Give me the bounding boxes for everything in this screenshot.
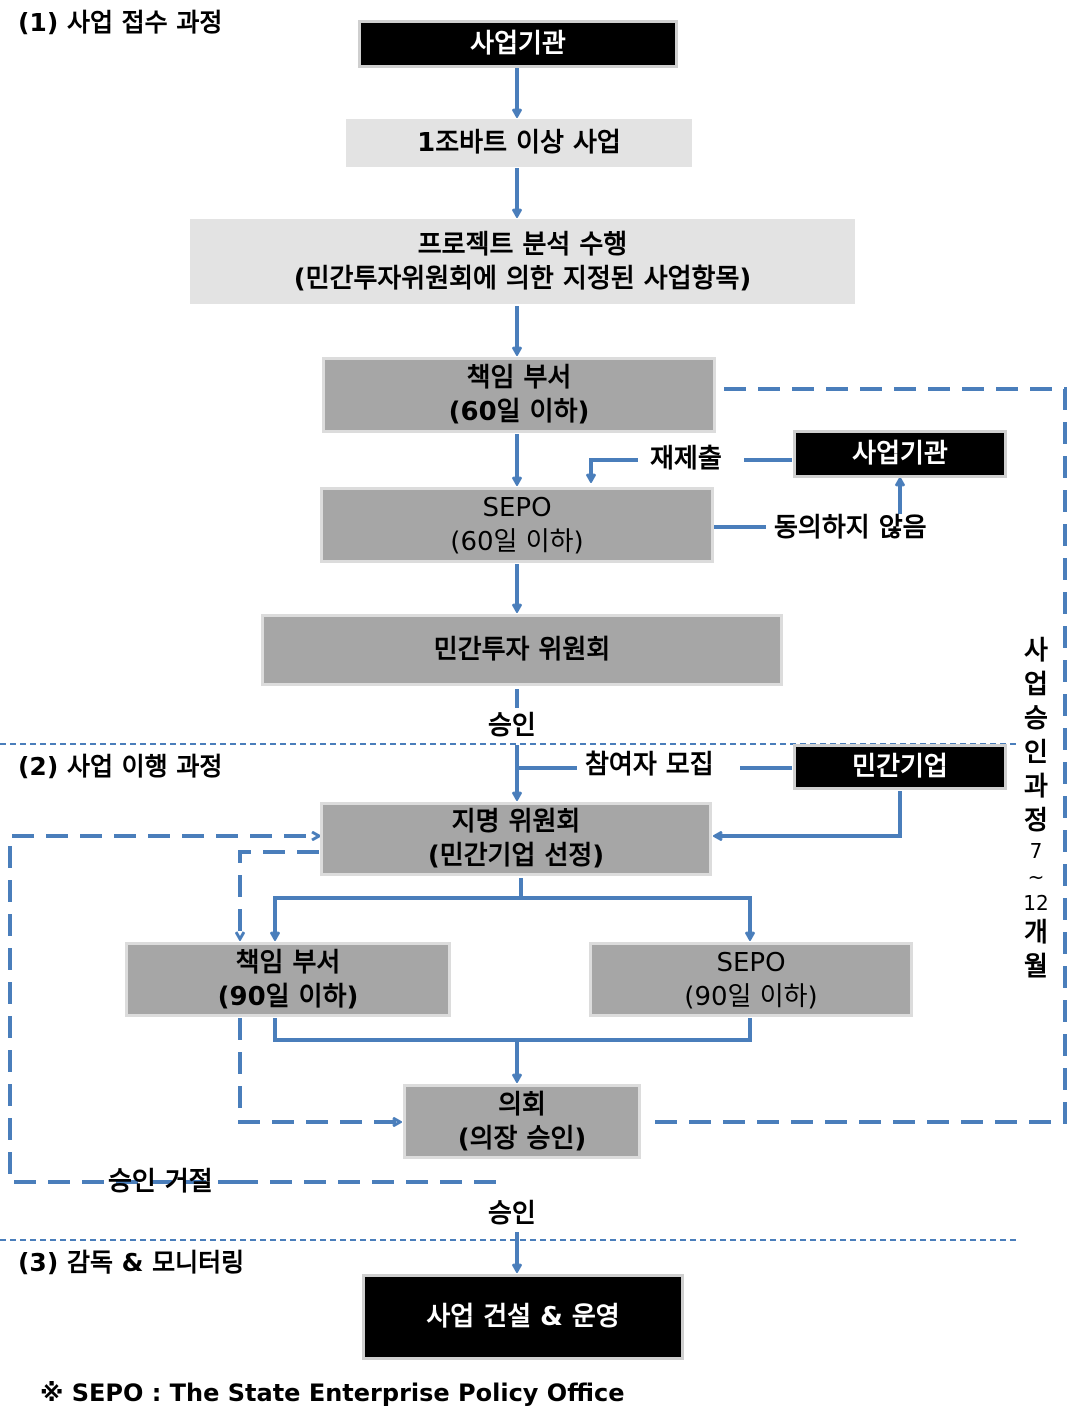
box-over-1t-label: 1조바트 이상 사업 xyxy=(417,128,621,158)
box-ppp-committee: 민간투자 위원회 xyxy=(261,614,783,686)
vert-char: 7 xyxy=(1029,839,1043,863)
box-over-1t: 1조바트 이상 사업 xyxy=(346,119,692,167)
section-title-intake: (1) 사업 접수 과정 xyxy=(18,8,223,37)
box-responsible-dept-1-line1: 책임 부서 xyxy=(466,363,572,393)
arrow-resubmit-to-sepo xyxy=(591,458,638,481)
dashed-period-bracket-top xyxy=(652,387,1067,1124)
line-merge xyxy=(273,1018,752,1042)
section-title-monitoring: (3) 감독 & 모니터링 xyxy=(18,1248,245,1277)
box-agency-top-label: 사업기관 xyxy=(470,29,566,59)
dashed-nomination-to-resp xyxy=(240,850,319,939)
box-sepo-2: SEPO (90일 이하) xyxy=(589,942,913,1017)
box-private-corp: 민간기업 xyxy=(793,744,1007,790)
label-approve-1: 승인 xyxy=(488,711,536,741)
section-title-implementation: (2) 사업 이행 과정 xyxy=(18,752,223,781)
box-nomination-committee: 지명 위원회 (민간기업 선정) xyxy=(320,802,712,876)
label-recruit-participants: 참여자 모집 xyxy=(585,750,714,780)
box-project-analysis-line2: (민간투자위원회에 의한 지정된 사업항목) xyxy=(293,263,752,294)
dashed-reject-loop xyxy=(8,836,319,1184)
arrow-private-to-nomination xyxy=(715,791,902,836)
box-responsible-dept-2-line1: 책임 부서 xyxy=(235,947,341,978)
box-nomination-committee-line2: (민간기업 선정) xyxy=(427,841,605,871)
box-responsible-dept-2-line2: (90일 이하) xyxy=(217,981,359,1012)
box-sepo-2-line1: SEPO xyxy=(716,947,786,978)
vert-char: ~ xyxy=(1027,865,1045,889)
vert-char: 업 xyxy=(1024,670,1048,700)
box-construction-operation-label: 사업 건설 & 운영 xyxy=(426,1302,620,1332)
box-sepo-2-line2: (90일 이하) xyxy=(684,981,818,1012)
label-disagree: 동의하지 않음 xyxy=(774,513,927,543)
box-council: 의회 (의장 승인) xyxy=(403,1084,641,1159)
label-approval-rejected: 승인 거절 xyxy=(108,1167,213,1197)
box-council-line1: 의회 xyxy=(498,1089,546,1120)
vert-char: 12 xyxy=(1023,891,1049,915)
box-sepo-1-line1: SEPO xyxy=(482,493,552,523)
box-project-analysis: 프로젝트 분석 수행 (민간투자위원회에 의한 지정된 사업항목) xyxy=(190,219,855,304)
box-agency-side-label: 사업기관 xyxy=(852,439,948,469)
box-nomination-committee-line1: 지명 위원회 xyxy=(451,807,581,837)
footnote: ※ SEPO : The State Enterprise Policy Off… xyxy=(40,1379,625,1407)
vert-char: 개 xyxy=(1024,918,1048,948)
box-responsible-dept-1-line2: (60일 이하) xyxy=(448,397,590,427)
box-ppp-committee-label: 민간투자 위원회 xyxy=(433,635,611,665)
box-council-line2: (의장 승인) xyxy=(457,1123,587,1154)
vert-char: 승 xyxy=(1024,704,1048,734)
vert-char: 정 xyxy=(1024,806,1048,836)
vert-char: 월 xyxy=(1024,952,1048,982)
vert-char: 사 xyxy=(1024,636,1048,666)
label-approval-period: 사 업 승 인 과 정 7 ~ 12 개 월 xyxy=(1020,634,1052,984)
box-responsible-dept-1: 책임 부서 (60일 이하) xyxy=(322,357,716,433)
box-private-corp-label: 민간기업 xyxy=(852,752,948,782)
vert-char: 과 xyxy=(1024,772,1048,802)
dashed-resp-to-council xyxy=(238,1018,400,1122)
box-construction-operation: 사업 건설 & 운영 xyxy=(362,1274,684,1360)
box-responsible-dept-2: 책임 부서 (90일 이하) xyxy=(125,942,451,1017)
label-resubmit: 재제출 xyxy=(650,444,722,474)
box-agency-side: 사업기관 xyxy=(793,430,1007,478)
vert-char: 인 xyxy=(1024,738,1048,768)
label-approve-2: 승인 xyxy=(488,1199,536,1229)
box-project-analysis-line1: 프로젝트 분석 수행 xyxy=(417,229,628,260)
box-sepo-1: SEPO (60일 이하) xyxy=(320,487,714,563)
arrow-split-resp xyxy=(275,896,521,939)
arrow-split-sepo xyxy=(521,896,750,939)
box-sepo-1-line2: (60일 이하) xyxy=(450,527,584,557)
box-agency-top: 사업기관 xyxy=(358,20,678,68)
